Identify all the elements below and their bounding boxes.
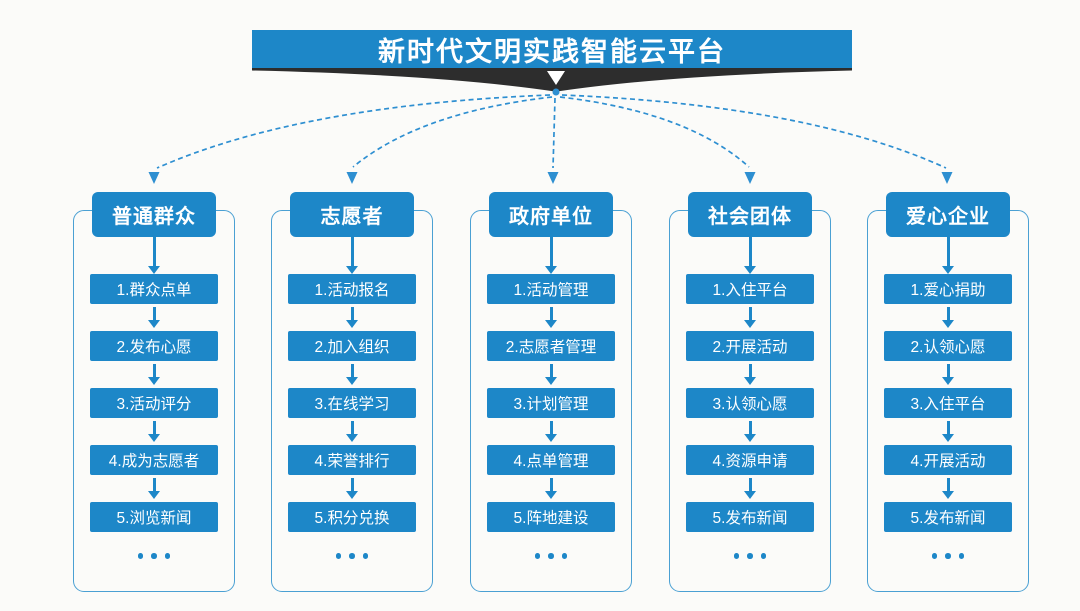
dashed-connector-3	[552, 97, 556, 169]
step-box: 2.志愿者管理	[487, 331, 615, 361]
connector-arrowhead-5	[941, 172, 953, 184]
flow-down-arrow-icon	[545, 237, 557, 274]
column-header: 爱心企业	[886, 192, 1010, 237]
flow-down-arrow-icon	[346, 475, 358, 502]
platform-title-banner: 新时代文明实践智能云平台	[252, 30, 852, 68]
step-box: 4.开展活动	[884, 445, 1012, 475]
column-steps: 1.群众点单 2.发布心愿 3.活动评分 4.成为志愿者 5.浏览新闻	[73, 237, 235, 532]
flow-down-arrow-icon	[148, 237, 160, 274]
connector-layer	[148, 68, 953, 184]
funnel-swoosh	[252, 68, 852, 93]
role-column: 政府单位 1.活动管理 2.志愿者管理 3.计划管理 4.点单管理 5.阵地建设	[470, 192, 632, 592]
flow-down-arrow-icon	[346, 361, 358, 388]
hub-dot	[552, 88, 560, 96]
step-box: 5.发布新闻	[884, 502, 1012, 532]
flow-down-arrow-icon	[942, 475, 954, 502]
ellipsis-icon	[931, 553, 965, 559]
ellipsis-icon	[733, 553, 767, 559]
role-column: 志愿者 1.活动报名 2.加入组织 3.在线学习 4.荣誉排行 5.积分兑换	[271, 192, 433, 592]
step-box: 2.加入组织	[288, 331, 416, 361]
flow-down-arrow-icon	[545, 361, 557, 388]
role-column: 普通群众 1.群众点单 2.发布心愿 3.活动评分 4.成为志愿者 5.浏览新闻	[73, 192, 235, 592]
step-box: 3.计划管理	[487, 388, 615, 418]
step-box: 2.认领心愿	[884, 331, 1012, 361]
column-header: 普通群众	[92, 192, 216, 237]
step-box: 4.成为志愿者	[90, 445, 218, 475]
dashed-connector-1	[156, 94, 551, 169]
column-steps: 1.活动报名 2.加入组织 3.在线学习 4.荣誉排行 5.积分兑换	[271, 237, 433, 532]
connector-arrowhead-4	[744, 172, 756, 184]
step-box: 1.爱心捐助	[884, 274, 1012, 304]
step-box: 2.发布心愿	[90, 331, 218, 361]
step-box: 4.点单管理	[487, 445, 615, 475]
flow-down-arrow-icon	[744, 304, 756, 331]
flow-down-arrow-icon	[545, 304, 557, 331]
flow-down-arrow-icon	[346, 304, 358, 331]
step-box: 1.群众点单	[90, 274, 218, 304]
connector-arrowhead-2	[346, 172, 358, 184]
flow-down-arrow-icon	[942, 361, 954, 388]
flow-down-arrow-icon	[346, 237, 358, 274]
flow-down-arrow-icon	[942, 304, 954, 331]
step-box: 2.开展活动	[686, 331, 814, 361]
flow-down-arrow-icon	[545, 475, 557, 502]
flow-down-arrow-icon	[148, 304, 160, 331]
step-box: 3.在线学习	[288, 388, 416, 418]
connector-arrowhead-1	[148, 172, 160, 184]
column-steps: 1.入住平台 2.开展活动 3.认领心愿 4.资源申请 5.发布新闻	[669, 237, 831, 532]
connector-arrowhead-3	[547, 172, 559, 184]
column-steps: 1.活动管理 2.志愿者管理 3.计划管理 4.点单管理 5.阵地建设	[470, 237, 632, 532]
column-header: 志愿者	[290, 192, 414, 237]
step-box: 4.荣誉排行	[288, 445, 416, 475]
dashed-connector-4	[559, 96, 750, 168]
flow-down-arrow-icon	[744, 361, 756, 388]
step-box: 3.认领心愿	[686, 388, 814, 418]
flow-down-arrow-icon	[346, 418, 358, 445]
dashed-connector-5	[561, 94, 947, 169]
flow-down-arrow-icon	[148, 418, 160, 445]
flow-down-arrow-icon	[148, 475, 160, 502]
ellipsis-icon	[335, 553, 369, 559]
dashed-connector-2	[352, 96, 553, 168]
flow-down-arrow-icon	[744, 418, 756, 445]
flow-down-arrow-icon	[942, 237, 954, 274]
step-box: 5.阵地建设	[487, 502, 615, 532]
step-box: 5.积分兑换	[288, 502, 416, 532]
flow-down-arrow-icon	[942, 418, 954, 445]
column-header: 政府单位	[489, 192, 613, 237]
step-box: 3.活动评分	[90, 388, 218, 418]
role-column: 社会团体 1.入住平台 2.开展活动 3.认领心愿 4.资源申请 5.发布新闻	[669, 192, 831, 592]
ellipsis-icon	[137, 553, 171, 559]
platform-title-text: 新时代文明实践智能云平台	[378, 36, 726, 67]
flow-down-arrow-icon	[545, 418, 557, 445]
step-box: 4.资源申请	[686, 445, 814, 475]
flow-down-arrow-icon	[148, 361, 160, 388]
role-column: 爱心企业 1.爱心捐助 2.认领心愿 3.入住平台 4.开展活动 5.发布新闻	[867, 192, 1029, 592]
step-box: 1.入住平台	[686, 274, 814, 304]
step-box: 1.活动报名	[288, 274, 416, 304]
flow-down-arrow-icon	[744, 475, 756, 502]
step-box: 5.浏览新闻	[90, 502, 218, 532]
step-box: 5.发布新闻	[686, 502, 814, 532]
down-arrow-icon	[547, 71, 565, 85]
ellipsis-icon	[534, 553, 568, 559]
column-steps: 1.爱心捐助 2.认领心愿 3.入住平台 4.开展活动 5.发布新闻	[867, 237, 1029, 532]
step-box: 3.入住平台	[884, 388, 1012, 418]
step-box: 1.活动管理	[487, 274, 615, 304]
flow-down-arrow-icon	[744, 237, 756, 274]
column-header: 社会团体	[688, 192, 812, 237]
